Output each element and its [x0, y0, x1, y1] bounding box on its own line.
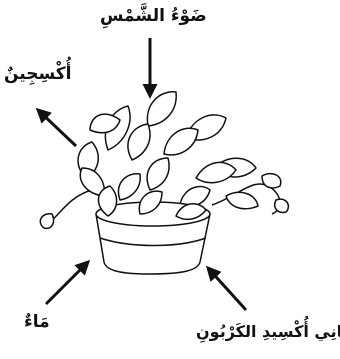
co2-arrow-icon: [208, 268, 246, 310]
sunlight-label: ضَوْءُ الشَّمْسِ: [100, 6, 207, 26]
oxygen-label: أُكْسِجِينٌ: [4, 64, 72, 84]
water-label: مَاءٌ: [24, 312, 50, 332]
carbon-dioxide-label: ثَانِي أُكْسِيدِ الكَرْبُونِ: [196, 322, 340, 341]
plant-illustration: [40, 92, 288, 274]
water-arrow-icon: [46, 262, 88, 304]
oxygen-arrow-icon: [38, 110, 76, 146]
